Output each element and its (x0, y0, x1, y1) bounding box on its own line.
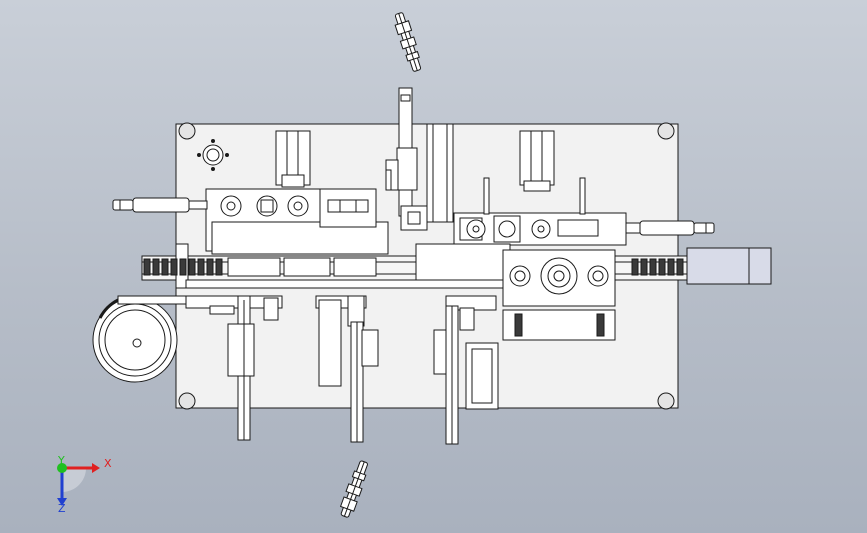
x-axis-label: X (104, 457, 112, 470)
drive-box (502, 249, 616, 341)
bowl-feeder (92, 295, 209, 383)
y-axis-dot (57, 463, 67, 473)
motor-box (686, 247, 772, 285)
bottom-cylinder (339, 460, 368, 518)
station-2 (315, 295, 379, 443)
top-cylinder (394, 12, 422, 72)
z-axis-label: Z (58, 502, 66, 515)
station-3 (433, 295, 499, 445)
posts (385, 169, 586, 215)
right-module-plate (453, 212, 627, 246)
left-module-plate (205, 188, 389, 255)
left-chain (143, 258, 223, 276)
coordinate-triad (57, 463, 100, 506)
right-upper-bracket (519, 130, 555, 192)
left-cylinder (112, 197, 208, 213)
y-axis-label: Y (58, 454, 65, 467)
station-1 (185, 295, 283, 441)
right-cylinder (625, 220, 715, 236)
vertical-slide-assembly (385, 87, 454, 231)
right-chain (631, 258, 684, 276)
left-upper-bracket (275, 130, 311, 188)
